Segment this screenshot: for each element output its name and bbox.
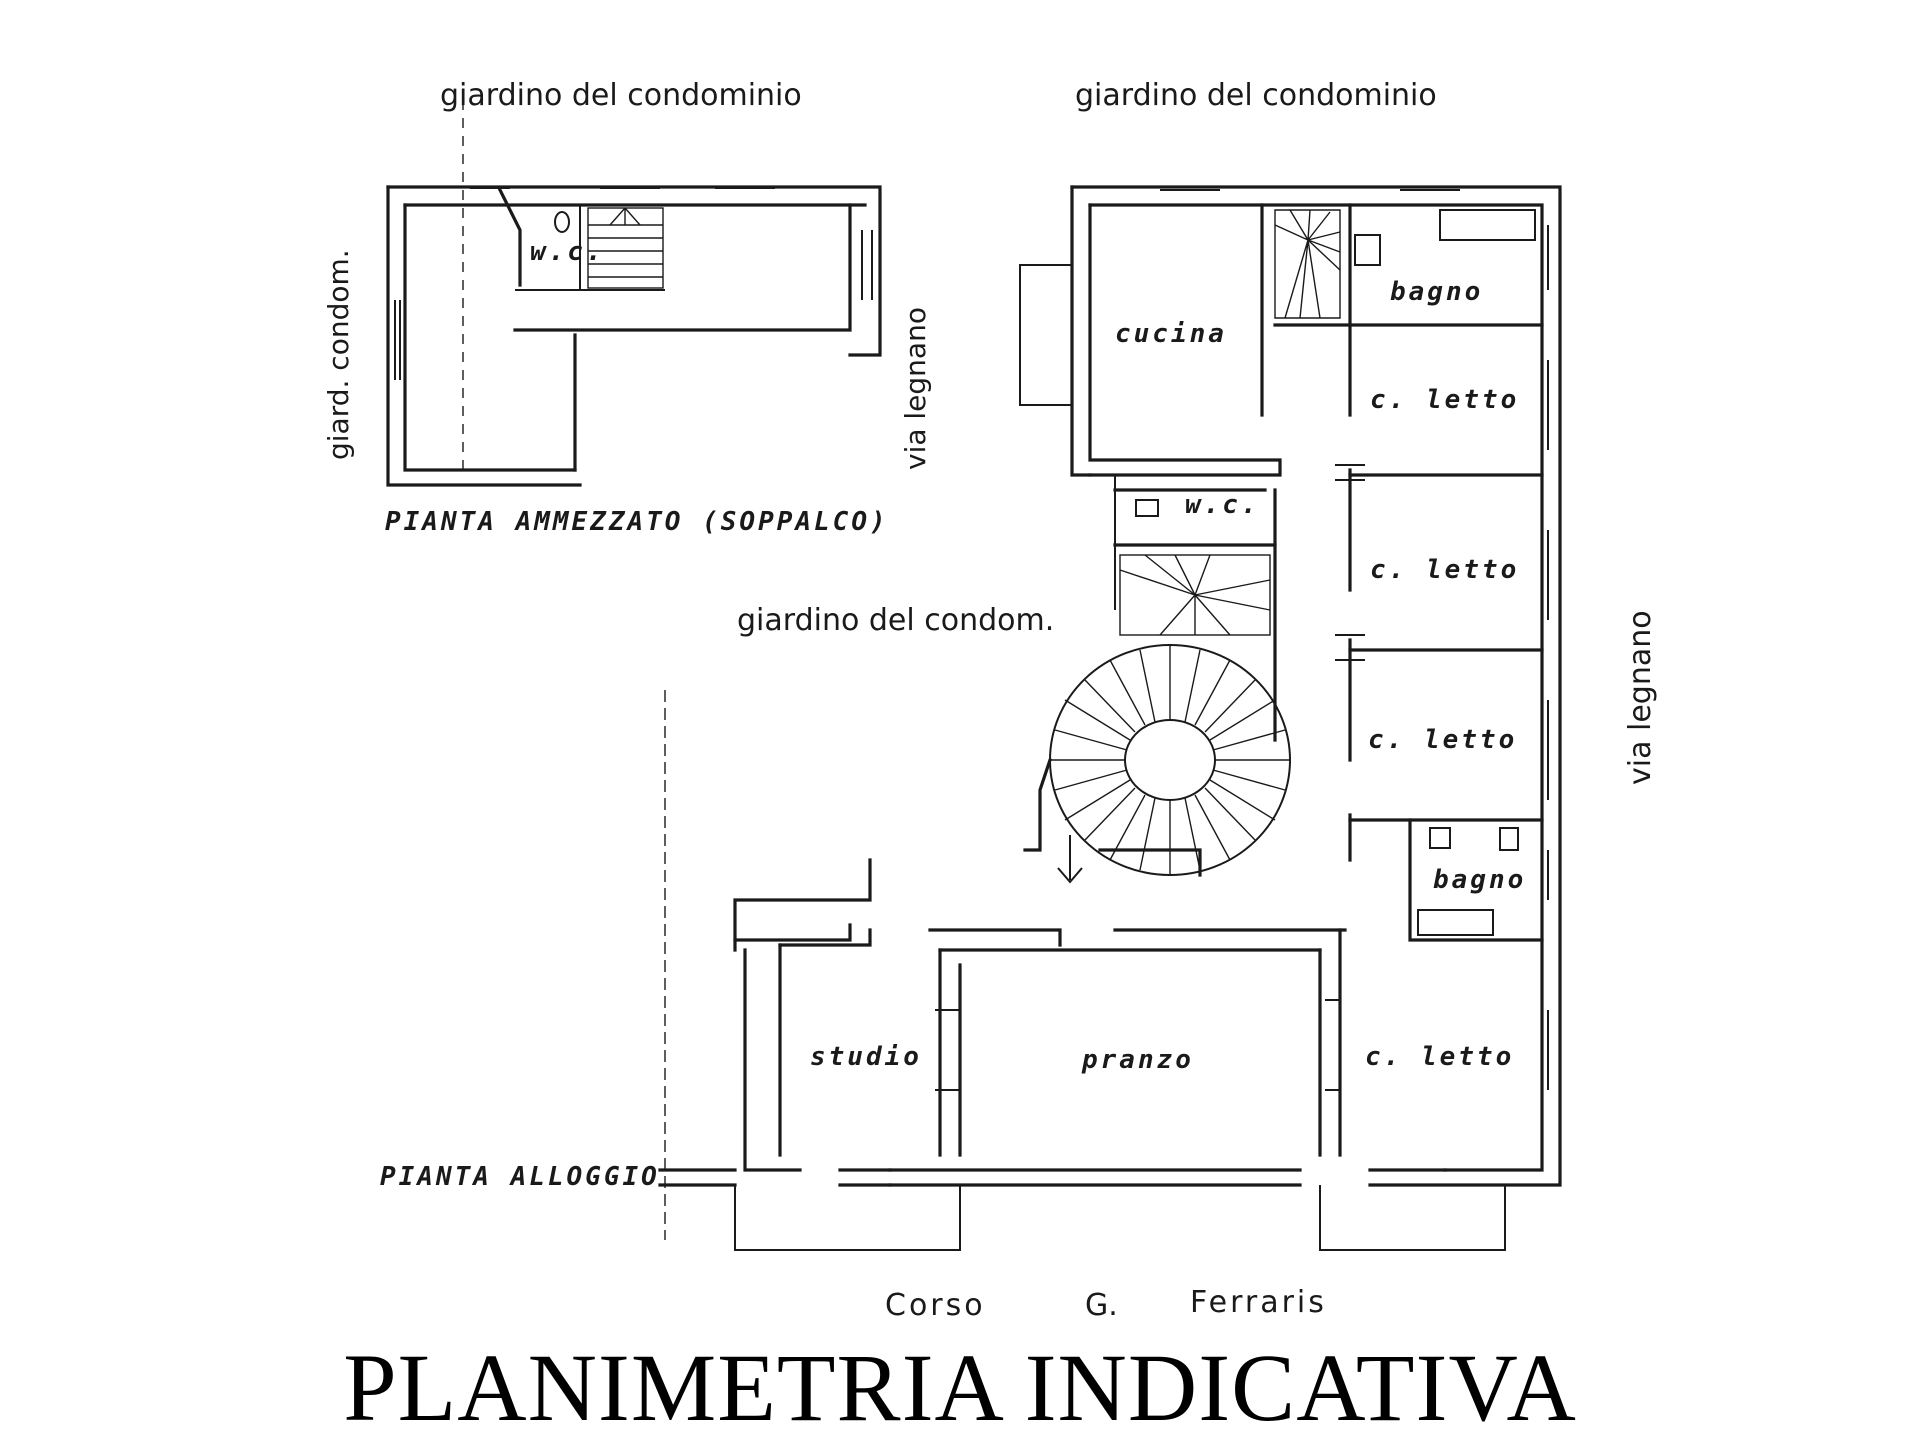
room-wc-apartment: w.c. — [1185, 490, 1260, 520]
label-street-bottom-2: G. — [1085, 1288, 1118, 1323]
room-letto-3: c. letto — [1368, 725, 1517, 755]
label-street-bottom-1: Corso — [885, 1288, 986, 1323]
caption-apartment: PIANTA ALLOGGIO — [380, 1162, 660, 1192]
apartment-plan — [462, 100, 1562, 1251]
room-studio: studio — [810, 1042, 922, 1072]
label-street-side-left: via legnano — [899, 307, 932, 470]
room-pranzo: pranzo — [1081, 1045, 1194, 1075]
label-street-bottom-3: Ferraris — [1190, 1285, 1327, 1320]
room-letto-4: c. letto — [1365, 1042, 1514, 1072]
label-garden-middle: giardino del condom. — [737, 603, 1054, 638]
label-garden-top-left: giardino del condominio — [440, 78, 802, 113]
page-title: PLANIMETRIA INDICATIVA — [343, 1334, 1577, 1441]
mezzanine-stair — [587, 207, 664, 289]
service-stair — [1119, 554, 1271, 636]
kitchen-stair — [1274, 209, 1341, 319]
room-bagno-bottom: bagno — [1433, 865, 1526, 895]
label-garden-top-right: giardino del condominio — [1075, 78, 1437, 113]
mezzanine-plan — [386, 185, 882, 487]
label-garden-side-left: giard. condom. — [322, 249, 355, 460]
room-letto-1: c. letto — [1370, 385, 1519, 415]
label-street-side-right: via legnano — [1623, 610, 1658, 785]
room-bagno-top: bagno — [1390, 277, 1483, 307]
main-stair — [1049, 644, 1291, 876]
room-wc-mezzanine: w.c. — [530, 237, 605, 267]
room-cucina: cucina — [1115, 319, 1227, 349]
room-letto-2: c. letto — [1370, 555, 1519, 585]
caption-mezzanine: PIANTA AMMEZZATO (SOPPALCO) — [385, 507, 889, 537]
